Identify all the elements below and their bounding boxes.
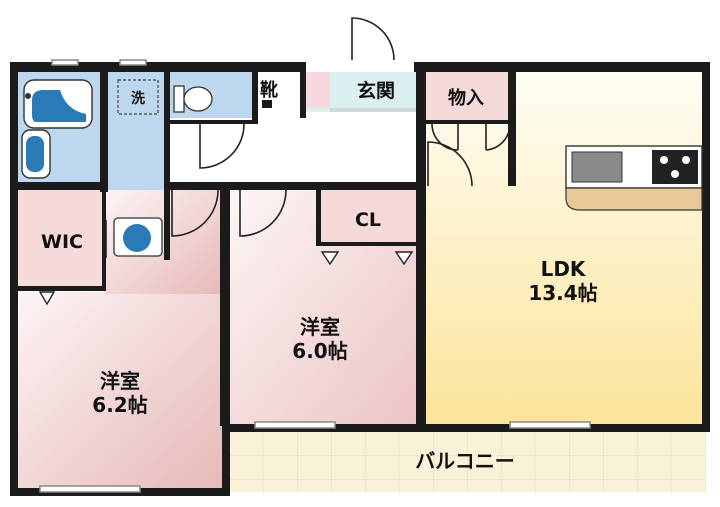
corridor-floor [166,118,418,186]
storage-label: 物入 [448,87,484,109]
storage-floor-top [424,72,510,122]
windows [39,59,591,493]
door-swing-icon [105,17,511,258]
closet-label: CL [355,209,381,231]
balcony-floor [230,432,706,492]
balcony-label: バルコニー [415,449,515,473]
western-left-size-label: 6.2帖 [92,393,147,417]
western-left-label: 洋室 [100,369,140,393]
ldk-label: LDK [541,257,587,281]
walls [10,62,710,496]
wic-label: WIC [41,231,83,253]
washer-pan-icon: 洗 [117,79,159,115]
shoe-box-label: 靴 [260,79,278,101]
entrance-step [306,72,330,108]
wic-floor [18,190,102,288]
western-mid-size-label: 6.0帖 [292,339,347,363]
entrance-threshold [330,108,416,112]
closet-door-markers [38,251,414,306]
shoe-box-area [254,72,304,118]
closet-floor [320,190,416,246]
kitchen-stove-icon [565,145,703,189]
entrance-label: 玄関 [357,79,395,102]
washroom-sink-icon [113,217,163,257]
washroom-label: 洗 [131,90,145,107]
western-mid-label: 洋室 [300,315,340,339]
ldk-size-label: 13.4帖 [528,281,597,305]
western-left-floor [18,292,222,488]
kitchen-counter [565,187,703,211]
ldk-floor [424,72,702,424]
washbasin-icon [21,129,51,179]
toilet-icon [173,85,213,113]
bathtub-icon [23,79,93,129]
shoe-box-marker [262,100,272,108]
